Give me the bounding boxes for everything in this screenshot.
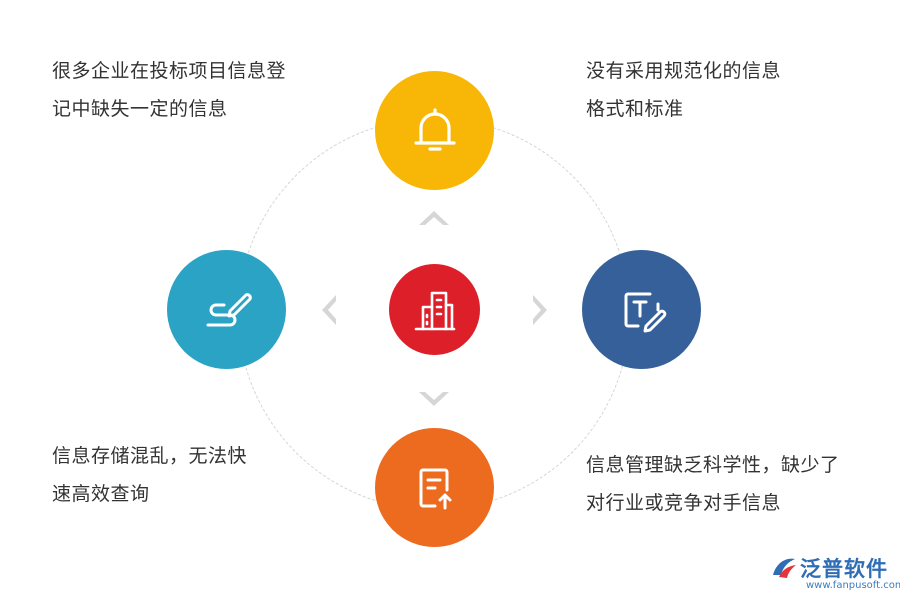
caption-line: 记中缺失一定的信息	[52, 98, 228, 120]
caption-line: 信息管理缺乏科学性，缺少了	[586, 454, 840, 476]
caption-bottom-left: 信息存储混乱，无法快 速高效查询	[52, 437, 247, 513]
bell-node	[375, 71, 494, 190]
logo-mark-icon	[773, 558, 796, 578]
caption-top-left: 很多企业在投标项目信息登 记中缺失一定的信息	[52, 52, 286, 128]
caption-line: 很多企业在投标项目信息登	[52, 60, 287, 82]
caption-top-right: 没有采用规范化的信息 格式和标准	[586, 52, 781, 128]
bell-icon	[413, 107, 456, 151]
caption-line: 对行业或竞争对手信息	[586, 492, 782, 514]
pen-scribble-icon	[206, 292, 252, 326]
text-edit-icon	[624, 292, 666, 332]
file-upload-icon	[419, 468, 451, 509]
pen-scribble-node	[167, 250, 286, 369]
caption-bottom-right: 信息管理缺乏科学性，缺少了 对行业或竞争对手信息	[586, 446, 840, 522]
text-edit-node	[582, 250, 701, 369]
building-node	[389, 264, 480, 355]
logo-url: www.fanpusoft.com	[806, 580, 900, 591]
chevron-right-icon	[533, 295, 547, 325]
building-icon	[414, 291, 455, 330]
chevron-up-icon	[419, 211, 449, 225]
brand-logo: 泛普软件 www.fanpusoft.com	[770, 553, 900, 599]
file-upload-node	[375, 428, 494, 547]
caption-line: 速高效查询	[52, 483, 150, 505]
logo-name: 泛普软件	[800, 557, 888, 581]
chevron-left-icon	[322, 295, 336, 325]
caption-line: 信息存储混乱，无法快	[52, 445, 248, 467]
chevron-down-icon	[419, 392, 449, 406]
caption-line: 格式和标准	[586, 98, 684, 120]
caption-line: 没有采用规范化的信息	[586, 60, 782, 82]
